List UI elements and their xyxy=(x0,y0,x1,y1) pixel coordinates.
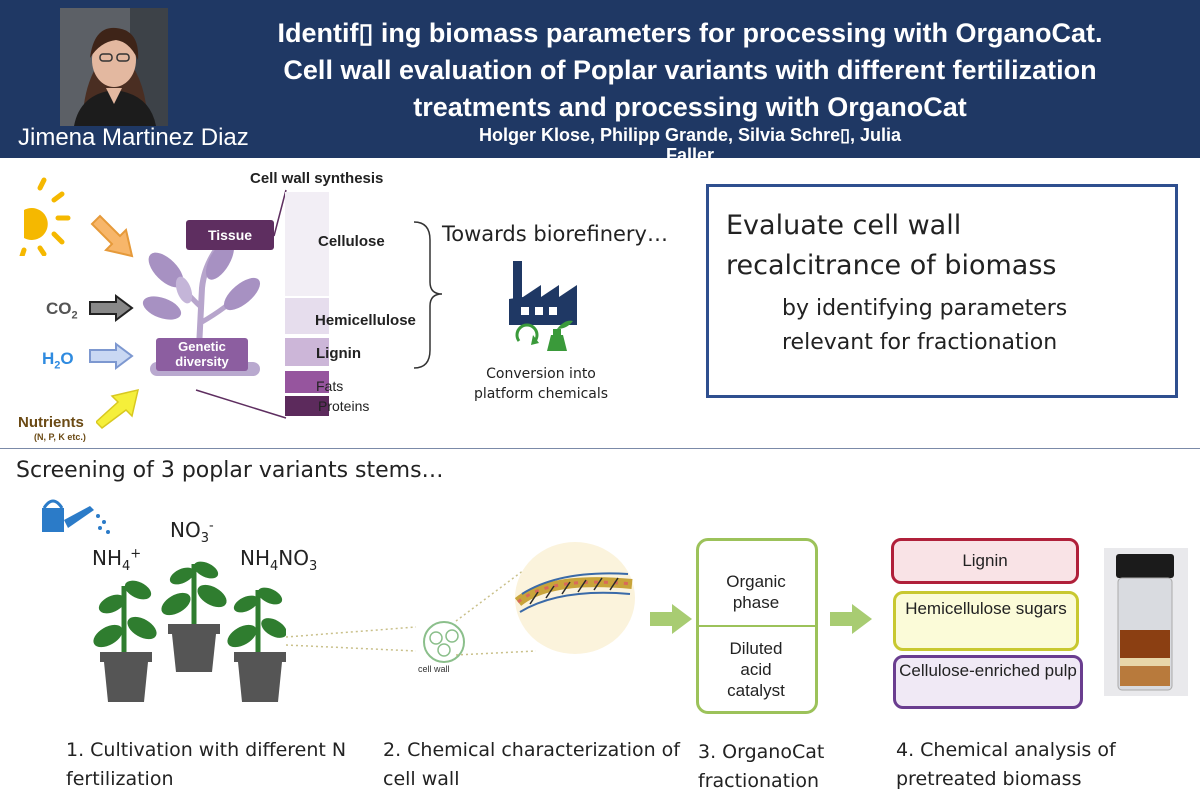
right-arrow-icon-1 xyxy=(650,604,692,634)
step-2-caption: 2. Chemical characterization of cell wal… xyxy=(383,739,680,790)
title-line-1: Identif▯ ing biomass parameters for proc… xyxy=(277,18,1103,48)
goal-line-3: by identifying parameters xyxy=(782,296,1068,321)
diluted-acid-label: Diluted acid catalyst xyxy=(727,639,785,700)
plant-nh4 xyxy=(93,580,157,702)
screening-heading: Screening of 3 poplar variants stems… xyxy=(16,458,444,483)
nutrients-label: Nutrients xyxy=(18,414,84,431)
brace-icon xyxy=(413,221,443,369)
lignin-box: Lignin xyxy=(891,538,1079,584)
zoom-dotted-lines xyxy=(286,560,537,656)
step-4-caption: 4. Chemical analysis of pretreated bioma… xyxy=(896,739,1116,790)
lignin-label: Lignin xyxy=(316,345,361,362)
co2-label: CO2 xyxy=(46,299,78,322)
step-3-caption: 3. OrganoCat fractionation xyxy=(698,741,825,792)
hemicellulose-bar xyxy=(285,298,329,334)
cell-wall-label: cell wall xyxy=(418,664,450,674)
co-authors-line-1: Holger Klose, Philipp Grande, Silvia Sch… xyxy=(478,125,902,145)
genetic-diversity-box: Genetic diversity xyxy=(156,338,248,371)
factory-icon xyxy=(509,261,577,351)
cellulose-pulp-box: Cellulose-enriched pulp xyxy=(893,655,1083,709)
proteins-bar xyxy=(285,396,329,416)
nh4-label: NH4+ xyxy=(92,546,142,574)
nutrients-sub-label: (N, P, K etc.) xyxy=(34,432,86,442)
cell-wall-icon xyxy=(423,621,465,663)
sunlight-arrow-icon xyxy=(90,214,134,258)
header-banner xyxy=(0,0,1200,158)
step-1-caption: 1. Cultivation with different N fertiliz… xyxy=(66,739,347,790)
goal-line-2: recalcitrance of biomass xyxy=(726,250,1057,281)
hemicellulose-label: Hemicellulose xyxy=(315,312,416,329)
author-photo xyxy=(60,8,168,126)
organic-phase-label: Organic phase xyxy=(726,572,786,612)
fats-bar xyxy=(285,371,329,393)
organocat-divider xyxy=(699,625,815,627)
title-line-2: Cell wall evaluation of Poplar variants … xyxy=(283,55,1097,85)
cell-wall-synthesis-heading: Cell wall synthesis xyxy=(250,170,384,187)
organocat-box xyxy=(696,538,818,714)
co2-arrow-icon xyxy=(89,294,134,322)
watering-can-icon xyxy=(42,499,110,534)
towards-biorefinery: Towards biorefinery… xyxy=(442,222,668,246)
cellulose-fiber-icon xyxy=(514,542,635,654)
title-line-3: treatments and processing with OrganoCat xyxy=(413,92,967,122)
goal-line-4: relevant for fractionation xyxy=(782,330,1058,355)
author-name: Jimena Martinez Diaz xyxy=(18,124,249,151)
conversion-caption: Conversion into platform chemicals xyxy=(473,366,609,402)
nutrient-arrow-icon xyxy=(96,388,140,429)
h2o-label: H2O xyxy=(42,349,74,372)
vial-photo xyxy=(1104,548,1188,696)
plant-no3 xyxy=(161,561,227,672)
nh4no3-label: NH4NO3 xyxy=(240,546,318,574)
zoom-lines xyxy=(195,189,287,419)
cellulose-label: Cellulose xyxy=(318,233,385,250)
sun-icon xyxy=(19,177,71,256)
no3-label: NO3- xyxy=(170,518,214,546)
tissue-box: Tissue xyxy=(186,220,274,250)
lignin-bar xyxy=(285,338,329,366)
fats-label: Fats xyxy=(316,378,344,394)
water-arrow-icon xyxy=(89,342,134,370)
hemicellulose-sugars-box: Hemicellulose sugars xyxy=(893,591,1079,651)
co-authors: Holger Klose, Philipp Grande, Silvia Sch… xyxy=(360,125,1020,158)
cellulose-bar xyxy=(285,192,329,296)
right-arrow-icon-2 xyxy=(830,604,872,634)
section-divider xyxy=(0,448,1200,449)
proteins-label: Proteins xyxy=(318,398,370,414)
plant-nh4no3 xyxy=(227,587,286,702)
goal-box xyxy=(706,184,1178,398)
co-authors-line-2: Faller xyxy=(665,145,715,158)
goal-line-1: Evaluate cell wall xyxy=(726,210,962,241)
potted-plants-icon xyxy=(93,561,286,702)
